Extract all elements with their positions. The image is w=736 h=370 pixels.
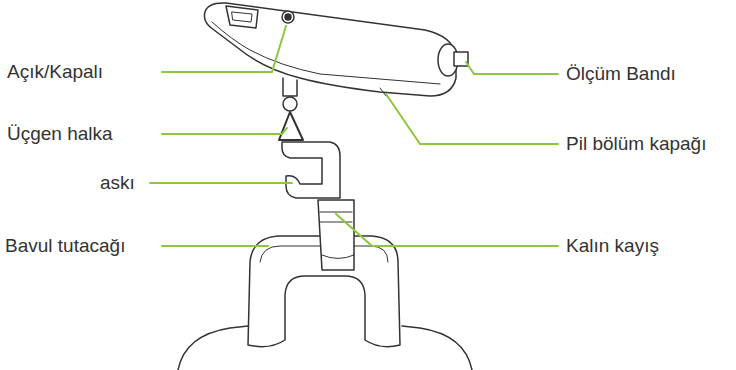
leader-line xyxy=(336,214,558,246)
strap-fold xyxy=(322,255,354,259)
leader-line xyxy=(162,26,286,72)
leader-line xyxy=(150,182,292,184)
leader-line xyxy=(386,94,558,144)
hook-stem xyxy=(283,78,297,96)
display-screen xyxy=(232,12,252,22)
tape-tab xyxy=(454,52,468,66)
body-seam xyxy=(212,22,440,84)
buckle xyxy=(282,142,340,198)
leader-line xyxy=(466,62,558,74)
part-label: Ölçüm Bandı xyxy=(566,63,676,85)
power-button xyxy=(282,11,294,23)
leader-line xyxy=(162,128,287,134)
battery-cover-edge xyxy=(380,88,386,96)
display-window xyxy=(226,6,258,28)
part-label: Üçgen halka xyxy=(7,123,113,145)
part-label: Bavul tutacağı xyxy=(5,235,125,257)
part-label: Pil bölüm kapağı xyxy=(566,133,706,155)
triangle-ring xyxy=(279,112,303,140)
part-label: Açık/Kapalı xyxy=(7,61,103,83)
scale-body xyxy=(204,3,456,96)
part-label: Kalın kayış xyxy=(566,235,659,257)
bag-outline xyxy=(178,326,472,370)
part-label: askı xyxy=(100,172,135,194)
leader-line xyxy=(162,245,268,247)
swivel-ring xyxy=(283,97,297,111)
strap xyxy=(318,200,354,270)
power-button-dot xyxy=(285,14,291,20)
